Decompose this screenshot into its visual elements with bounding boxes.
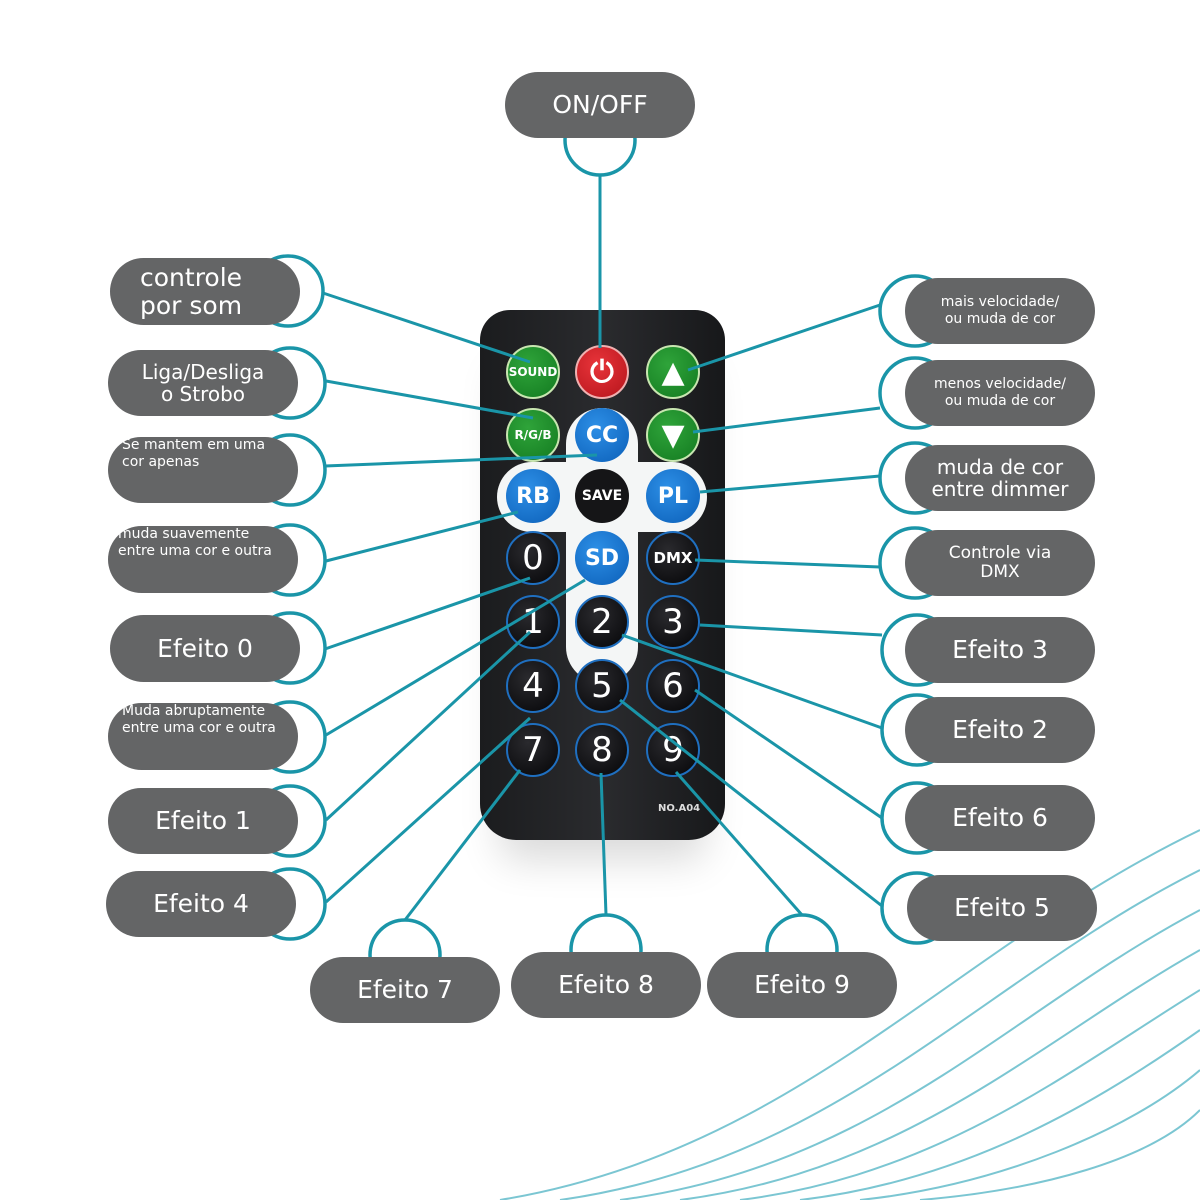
label-line: DMX [980, 562, 1020, 582]
label-effect-9: Efeito 9 [707, 952, 897, 1018]
label-effect-3: Efeito 3 [905, 617, 1095, 683]
label-line: muda de cor [936, 455, 1064, 479]
label-effect-1: Efeito 1 [108, 788, 298, 854]
label-smooth-fade: muda suavemente entre uma cor e outra [108, 526, 298, 593]
label-effect-6: Efeito 6 [905, 785, 1095, 851]
digit-7-button[interactable]: 7 [506, 723, 560, 777]
triangle-up-icon: ▲ [661, 354, 685, 390]
save-button[interactable]: SAVE [575, 469, 629, 523]
label-effect-0: Efeito 0 [110, 615, 300, 682]
digit-5-button[interactable]: 5 [575, 659, 629, 713]
label-effect-4: Efeito 4 [106, 871, 296, 937]
digit-2-button[interactable]: 2 [575, 595, 629, 649]
label-line: cor apenas [122, 453, 200, 470]
label-line: o Strobo [160, 382, 246, 406]
label-effect-8: Efeito 8 [511, 952, 701, 1018]
label-line: ou muda de cor [944, 311, 1056, 327]
rgb-button[interactable]: R/G/B [506, 408, 560, 462]
label-line: muda suavemente [118, 526, 250, 542]
label-dmx-control: Controle via DMX [905, 530, 1095, 596]
label-line: por som [140, 290, 243, 320]
label-on-off: ON/OFF [505, 72, 695, 138]
power-icon: ⏻ [590, 354, 614, 390]
digit-8-button[interactable]: 8 [575, 723, 629, 777]
label-line: ou muda de cor [944, 393, 1056, 409]
label-effect-5: Efeito 5 [907, 875, 1097, 941]
label-line: entre dimmer [931, 477, 1069, 501]
label-strobe: Liga/Desliga o Strobo [108, 350, 298, 416]
label-speed-down: menos velocidade/ ou muda de cor [905, 360, 1095, 426]
triangle-down-icon: ▼ [661, 417, 685, 453]
digit-3-button[interactable]: 3 [646, 595, 700, 649]
digit-6-button[interactable]: 6 [646, 659, 700, 713]
label-line: menos velocidade/ [933, 376, 1067, 393]
label-jump-change: Muda abruptamente entre uma cor e outra [108, 703, 298, 770]
sd-button[interactable]: SD [575, 531, 629, 585]
label-speed-up: mais velocidade/ ou muda de cor [905, 278, 1095, 344]
digit-9-button[interactable]: 9 [646, 723, 700, 777]
label-line: entre uma cor e outra [122, 719, 276, 736]
label-line: Liga/Desliga [141, 360, 265, 384]
label-single-color: Se mantem em uma cor apenas [108, 437, 298, 503]
label-effect-2: Efeito 2 [905, 697, 1095, 763]
label-line: Muda abruptamente [122, 703, 266, 719]
model-number: NO.A04 [658, 803, 701, 814]
label-line: Controle via [948, 543, 1052, 564]
dmx-button[interactable]: DMX [646, 531, 700, 585]
speed-down-button[interactable]: ▼ [646, 408, 700, 462]
label-line: mais velocidade/ [940, 294, 1060, 311]
sound-button[interactable]: SOUND [506, 345, 560, 399]
label-dimmer: muda de cor entre dimmer [905, 445, 1095, 511]
digit-0-button[interactable]: 0 [506, 531, 560, 585]
power-button[interactable]: ⏻ [575, 345, 629, 399]
label-line: entre uma cor e outra [118, 542, 272, 559]
cc-button[interactable]: CC [575, 408, 629, 462]
pl-button[interactable]: PL [646, 469, 700, 523]
label-sound-control: controle por som [110, 258, 300, 325]
label-line: controle [140, 263, 243, 292]
speed-up-button[interactable]: ▲ [646, 345, 700, 399]
digit-4-button[interactable]: 4 [506, 659, 560, 713]
label-effect-7: Efeito 7 [310, 957, 500, 1023]
label-line: Se mantem em uma [122, 437, 266, 453]
